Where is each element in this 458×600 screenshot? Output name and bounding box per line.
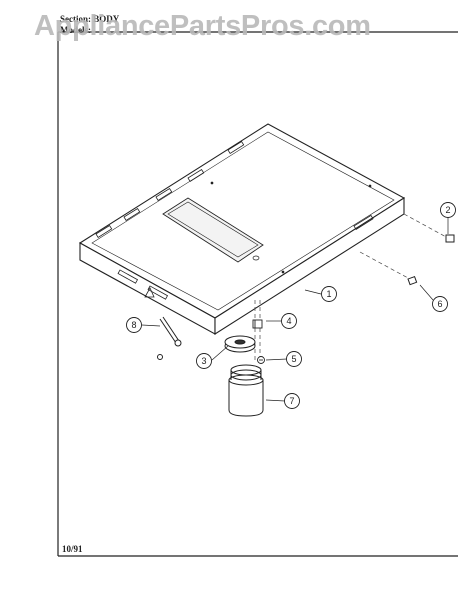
callout-5: 5 xyxy=(291,354,296,364)
callout-1: 1 xyxy=(326,289,331,299)
screw-part-6 xyxy=(407,275,418,286)
callout-circle-7 xyxy=(284,393,300,409)
callout-circle-8 xyxy=(126,317,142,333)
callout-8: 8 xyxy=(131,320,136,330)
model-label: Models: xyxy=(60,25,91,35)
nut-part-4 xyxy=(252,319,263,329)
assembly-guide-lines xyxy=(254,213,449,360)
callout-circle-4 xyxy=(281,313,297,329)
section-header: Section: BODY xyxy=(60,14,119,24)
screw-part-2 xyxy=(445,234,455,243)
callout-6: 6 xyxy=(437,299,442,309)
callout-7: 7 xyxy=(289,396,294,406)
callout-circle-1 xyxy=(321,286,337,302)
callout-circle-3 xyxy=(196,353,212,369)
model-header: Models: xyxy=(60,25,91,35)
tray-body xyxy=(78,123,406,336)
callout-leader-lines xyxy=(141,218,449,402)
site-watermark: AppliancePartsPros.com xyxy=(34,10,371,42)
section-value: BODY xyxy=(93,14,120,24)
callout-circle-6 xyxy=(432,296,448,312)
callout-4: 4 xyxy=(286,316,291,326)
footer-date: 10/91 xyxy=(62,544,83,554)
section-label: Section: xyxy=(60,14,91,24)
callout-circle-5 xyxy=(286,351,302,367)
callout-2: 2 xyxy=(445,205,450,215)
screw-part-5 xyxy=(257,356,265,364)
flange-part-3 xyxy=(224,335,256,353)
callout-circle-2 xyxy=(440,202,456,218)
jar-part-7 xyxy=(228,364,264,417)
screw-part-8 xyxy=(157,316,182,360)
callout-3: 3 xyxy=(201,356,206,366)
